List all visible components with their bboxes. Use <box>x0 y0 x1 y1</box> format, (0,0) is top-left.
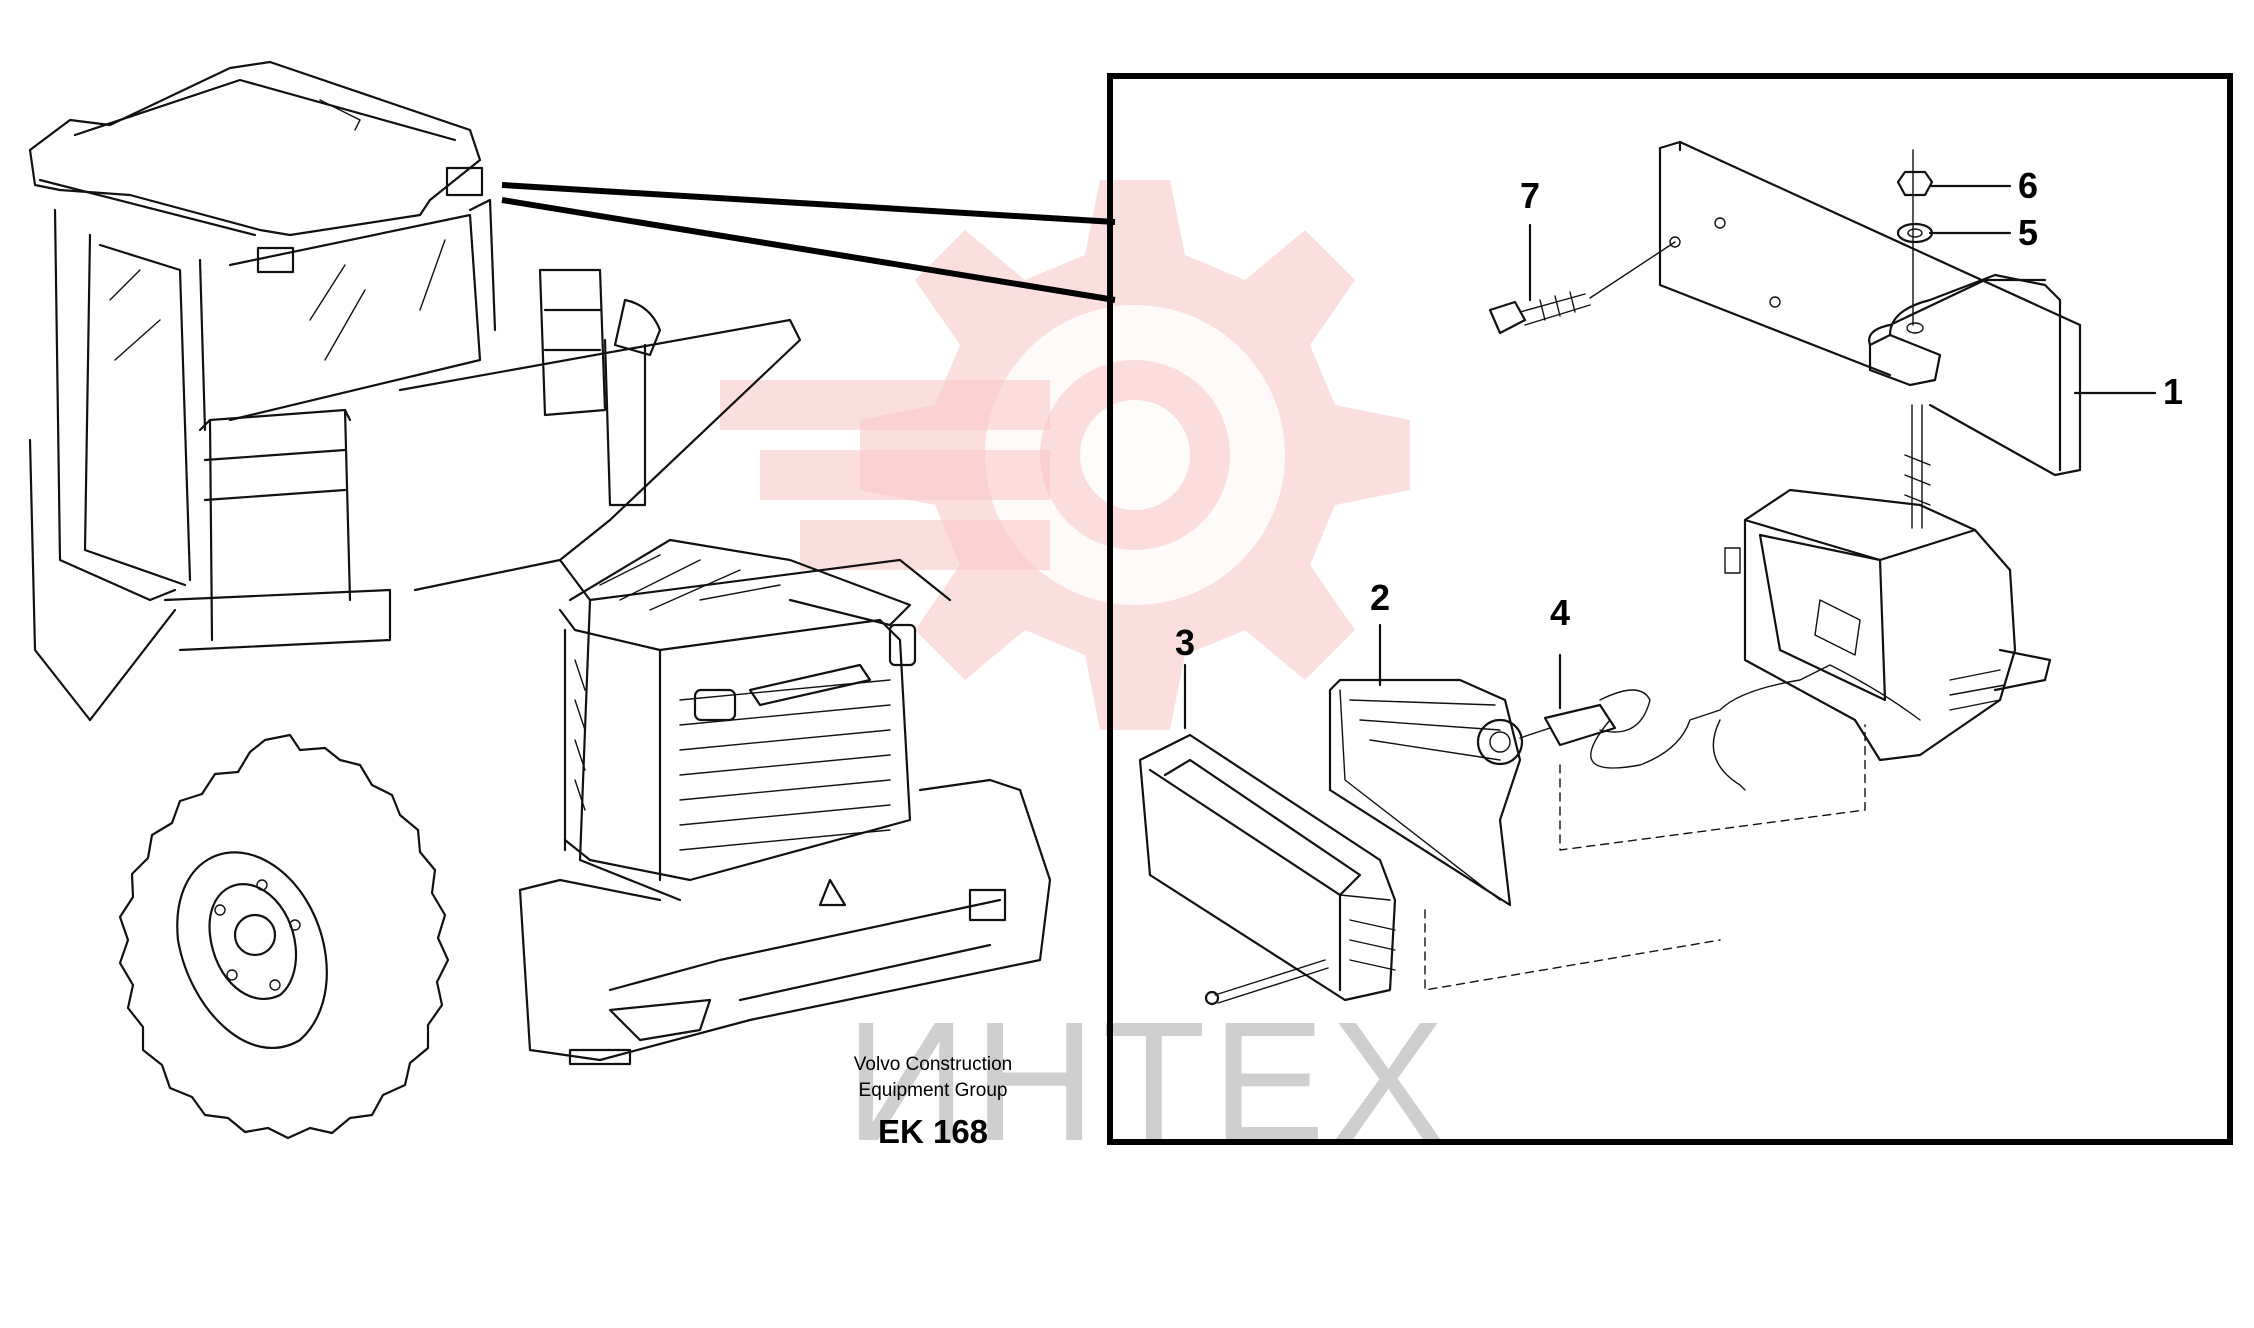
frame-screw <box>1214 959 1329 1004</box>
wheel <box>118 733 450 1140</box>
callout-6: 6 <box>2018 165 2038 206</box>
bolt <box>1488 241 1676 335</box>
work-light-assembly-detail <box>1138 140 2082 1006</box>
callout-2: 2 <box>1370 577 1390 618</box>
callout-leaders <box>1183 184 2157 730</box>
detail-inset-frame <box>1107 73 2233 1145</box>
leader-line-lower <box>501 197 1116 303</box>
callout-4: 4 <box>1550 592 1570 633</box>
caption-line-2: Equipment Group <box>859 1080 1008 1101</box>
stud <box>1904 404 1931 529</box>
nut-washer <box>1896 149 1934 326</box>
watermark-text: ИНТЕХ <box>845 987 1451 1177</box>
lamp-housing <box>1724 488 2052 762</box>
bulb <box>1519 689 1651 747</box>
lamp-lens <box>1328 678 1524 907</box>
callout-3: 3 <box>1175 622 1195 663</box>
wiring-harness <box>1590 664 1921 791</box>
watermark-gear-logo <box>720 180 1410 730</box>
caption-line-1: Volvo Construction <box>854 1054 1012 1075</box>
figure-code: EK 168 <box>878 1113 988 1150</box>
wheel-loader-illustration <box>28 60 1052 1140</box>
lamp-frame <box>1138 733 1397 1002</box>
callout-5: 5 <box>2018 212 2038 253</box>
callout-1: 1 <box>2163 371 2183 412</box>
leader-line-upper <box>501 182 1116 225</box>
bracket <box>1658 140 2082 477</box>
callout-7: 7 <box>1520 175 1540 216</box>
